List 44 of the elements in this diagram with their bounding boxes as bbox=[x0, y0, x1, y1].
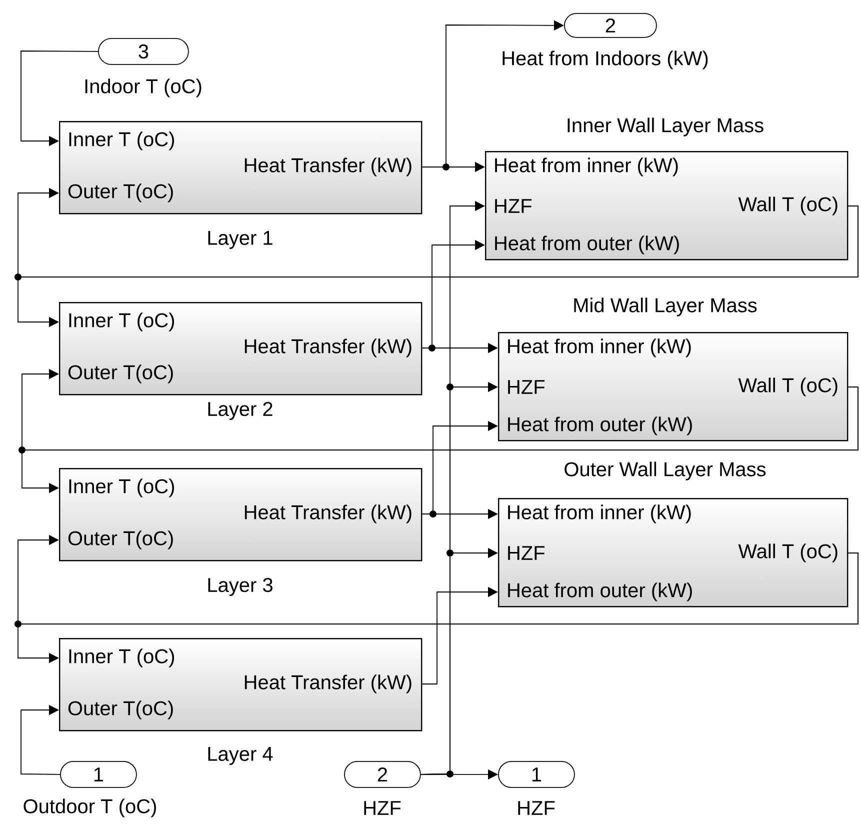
subsystem-block: Heat from inner (kW) HZF Wall T (oC) Heat from outer (kW) bbox=[498, 498, 848, 608]
node-label: Heat Transfer (kW) bbox=[244, 504, 412, 524]
node-label: Heat from outer (kW) bbox=[508, 582, 692, 602]
node-label: Inner T (oC) bbox=[69, 312, 174, 332]
node-label: Heat from inner (kW) bbox=[508, 338, 691, 358]
block-label: Outer Wall Layer Mass bbox=[564, 462, 766, 480]
node-label: Outer T(oC) bbox=[68, 700, 173, 720]
node-label: Inner T (oC) bbox=[69, 478, 174, 498]
subsystem-block: Inner T (oC) Heat Transfer (kW) Outer T(oC) bbox=[59, 302, 422, 396]
block-label: Indoor T (oC) bbox=[85, 78, 202, 98]
block-label: Layer 4 bbox=[208, 747, 273, 765]
node-label: Outer T(oC) bbox=[68, 530, 173, 550]
node-label: Inner T (oC) bbox=[69, 132, 174, 150]
node-label: HZF bbox=[495, 199, 532, 213]
node-label: Outer T(oC) bbox=[68, 184, 173, 202]
subsystem-block: Inner T (oC) Heat Transfer (kW) Outer T(oC) bbox=[59, 468, 422, 562]
node-label: Outer T(oC) bbox=[68, 364, 173, 384]
node-label: Heat from inner (kW) bbox=[495, 158, 678, 176]
node-label: Heat from inner (kW) bbox=[508, 504, 691, 524]
block-label: Inner Wall Layer Mass bbox=[568, 118, 764, 136]
block-label: Outdoor T (oC) bbox=[24, 798, 156, 818]
block-label: Layer 3 bbox=[208, 578, 272, 596]
node-label: Heat Transfer (kW) bbox=[244, 158, 412, 176]
block-label: Mid Wall Layer Mass bbox=[574, 298, 757, 316]
subsystem-block: Inner T (oC) Heat Transfer (kW) Outer T(oC) bbox=[59, 638, 422, 732]
block-label: HZF bbox=[364, 801, 401, 815]
block-label: Layer 2 bbox=[208, 402, 272, 420]
subsystem-block: Inner T (oC) Heat Transfer (kW) Outer T(oC) bbox=[59, 121, 422, 214]
node-label: Heat from outer (kW) bbox=[508, 416, 692, 436]
subsystem-block: Heat from inner (kW) HZF Wall T (oC) Heat from outer (kW) bbox=[498, 332, 848, 442]
node-label: Heat Transfer (kW) bbox=[244, 338, 412, 358]
node-label: Inner T (oC) bbox=[69, 648, 174, 668]
signal-line bbox=[20, 704, 60, 775]
node-label: Wall T (oC) bbox=[738, 196, 838, 216]
block-label: HZF bbox=[518, 801, 555, 815]
node-label: HZF bbox=[508, 546, 545, 560]
node-label: Wall T (oC) bbox=[738, 544, 838, 562]
subsystem-block: Heat from inner (kW) HZF Wall T (oC) Heat from outer (kW) bbox=[485, 151, 848, 260]
block-label: Layer 1 bbox=[208, 231, 272, 249]
node-label: Heat Transfer (kW) bbox=[244, 674, 412, 694]
block-label: Heat from Indoors (kW) bbox=[502, 50, 708, 70]
node-label: HZF bbox=[508, 380, 545, 394]
node-label: Heat from outer (kW) bbox=[495, 236, 679, 254]
node-label: Wall T (oC) bbox=[738, 378, 838, 396]
